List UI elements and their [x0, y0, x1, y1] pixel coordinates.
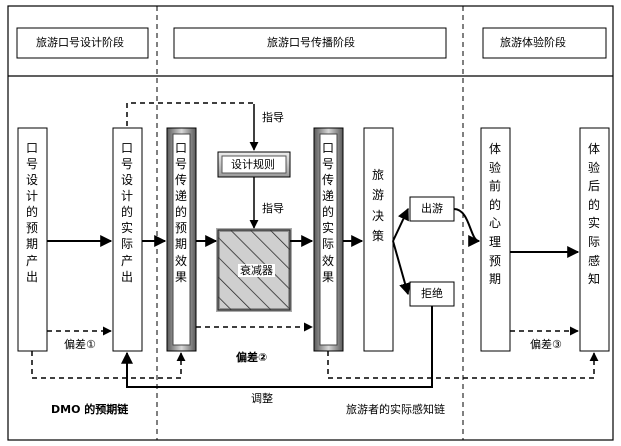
post-perception-box: [579, 127, 610, 352]
decision-label: 旅游决策: [371, 168, 384, 244]
dmo-chain-label: DMO 的预期链: [51, 403, 129, 416]
arrow-go-to-pre: [453, 208, 481, 247]
stage-design-box: [16, 27, 149, 59]
stage-experience-box: [482, 27, 607, 59]
dash-guide-top: [126, 102, 254, 126]
post-perception-label: 体验后的实际感知: [587, 142, 600, 287]
guide-mid-label: 指导: [262, 202, 284, 215]
expected-effect-label: 口号传递的预期效果: [174, 141, 187, 284]
deviation1-label: 偏差①: [64, 338, 96, 351]
attenuator-label: 衰减器: [238, 264, 275, 277]
dash-tourist-chain: [327, 351, 599, 379]
arrow-decision-to-go: [392, 207, 409, 242]
dash-dmo-chain: [31, 351, 186, 379]
go-label: 出游: [421, 202, 443, 215]
stage-experience-label: 旅游体验阶段: [500, 36, 566, 49]
stage-spread-box: [173, 27, 447, 59]
deviation2-label: 偏差②: [236, 351, 268, 364]
deviation3-label: 偏差③: [530, 338, 562, 351]
stage-design-label: 旅游口号设计阶段: [36, 36, 124, 49]
stage-spread-label: 旅游口号传播阶段: [267, 36, 355, 49]
actual-output-label: 口号设计的实际产出: [120, 141, 133, 284]
pre-expectation-box: [480, 127, 511, 352]
arrow-decision-to-reject: [392, 240, 411, 296]
guide-top-label: 指导: [262, 111, 284, 124]
expected-output-label: 口号设计的预期产出: [25, 141, 38, 284]
design-rules-label: 设计规则: [231, 158, 275, 171]
outer-frame: [7, 5, 614, 441]
reject-label: 拒绝: [421, 287, 443, 300]
decision-box: [363, 127, 394, 352]
reject-box: [409, 281, 455, 307]
tourist-chain-label: 旅游者的实际感知链: [346, 403, 445, 416]
adjust-label: 调整: [251, 392, 273, 405]
pre-expectation-label: 体验前的心理预期: [488, 142, 501, 287]
actual-output-box: [112, 127, 143, 352]
actual-effect-label: 口号传递的实际效果: [321, 141, 334, 284]
arrow-adjust-feedback: [121, 306, 433, 388]
